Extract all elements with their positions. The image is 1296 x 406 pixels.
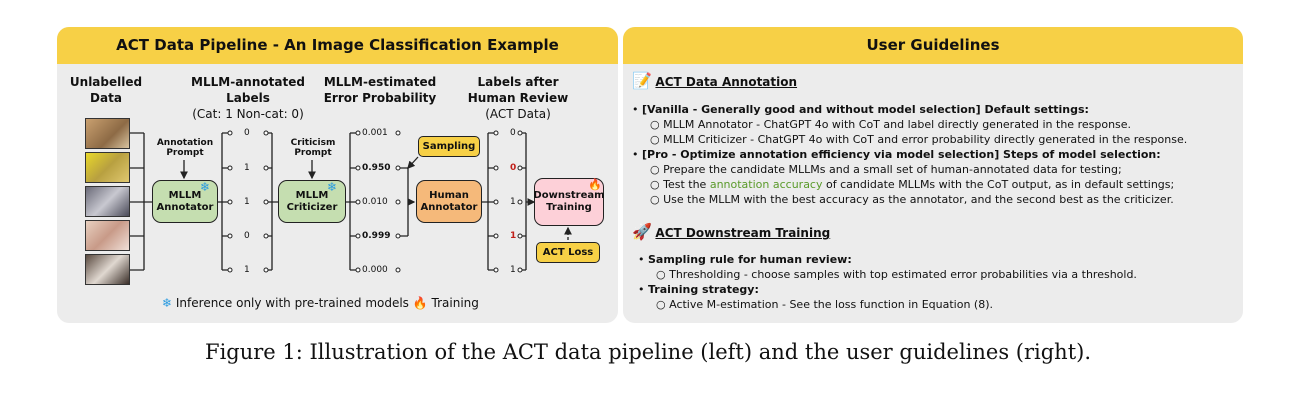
final-label-4: 1 xyxy=(510,231,516,241)
sub-bullet: ○ Thresholding - choose samples with top… xyxy=(638,267,1238,282)
act-loss-label: ACT Loss xyxy=(543,247,594,259)
human-annotator-line2: Annotator xyxy=(421,202,478,214)
pro-sub3: Use the MLLM with the best accuracy as t… xyxy=(663,193,1174,206)
human-annotator-box: Human Annotator xyxy=(416,180,482,223)
sub-bullet: ○ Active M-estimation - See the loss fun… xyxy=(638,297,1238,312)
annotation-bullets: • [Vanilla - Generally good and without … xyxy=(632,102,1237,207)
annotation-prompt-line2: Prompt xyxy=(166,148,203,158)
training-strategy-text: Training strategy: xyxy=(648,283,759,296)
mllm-annotator-line1: MLLM xyxy=(169,190,202,202)
sub-bullet: ○ MLLM Annotator - ChatGPT 4o with CoT a… xyxy=(632,117,1237,132)
section-training-header: 🚀 ACT Downstream Training xyxy=(632,224,830,241)
error-prob-4: 0.999 xyxy=(362,231,390,241)
mllm-label-4: 0 xyxy=(244,231,250,241)
mllm-label-5: 1 xyxy=(244,265,250,275)
sampling-label: Sampling xyxy=(423,141,476,153)
sub-bullet: ○ MLLM Criticizer - ChatGPT 4o with CoT … xyxy=(632,132,1237,147)
pro-sub2-pre: Test the xyxy=(663,178,710,191)
act-loss-box: ACT Loss xyxy=(536,242,600,263)
section-annotation-header: 📝 ACT Data Annotation xyxy=(632,73,797,90)
mllm-label-1: 0 xyxy=(244,128,250,138)
pro-text: [Pro - Optimize annotation efficiency vi… xyxy=(642,148,1161,161)
training-bullets: • Sampling rule for human review: ○ Thre… xyxy=(638,252,1238,312)
downstream-training-line2: Training xyxy=(546,202,592,214)
pro-sub2-post: of candidate MLLMs with the CoT output, … xyxy=(823,178,1175,191)
annotation-prompt-label: Annotation Prompt xyxy=(150,138,220,158)
sampling-rule-sub: Thresholding - choose samples with top e… xyxy=(669,268,1137,281)
final-label-5: 1 xyxy=(510,265,516,275)
criticism-prompt-label: Criticism Prompt xyxy=(280,138,346,158)
guidelines-title: User Guidelines xyxy=(623,27,1243,64)
error-prob-5: 0.000 xyxy=(362,265,388,275)
snowflake-icon: ❄ xyxy=(200,180,210,194)
bullet-training-strategy: • Training strategy: xyxy=(638,282,1238,297)
section-annotation-title: ACT Data Annotation xyxy=(655,75,797,89)
figure-caption: Figure 1: Illustration of the ACT data p… xyxy=(0,340,1296,364)
training-strategy-sub: Active M-estimation - See the loss funct… xyxy=(669,298,993,311)
rocket-icon: 🚀 xyxy=(632,222,652,241)
section-training-title: ACT Downstream Training xyxy=(655,226,830,240)
error-prob-2: 0.950 xyxy=(362,163,390,173)
vanilla-sub1: MLLM Annotator - ChatGPT 4o with CoT and… xyxy=(663,118,1131,131)
notepad-icon: 📝 xyxy=(632,71,652,90)
sub-bullet: ○ Use the MLLM with the best accuracy as… xyxy=(632,192,1237,207)
fire-icon: 🔥 xyxy=(588,178,602,191)
fire-icon: 🔥 xyxy=(413,296,428,310)
downstream-training-line1: Downstream xyxy=(533,190,604,202)
sampling-box: Sampling xyxy=(418,136,480,157)
criticism-prompt-line2: Prompt xyxy=(294,148,331,158)
criticism-prompt-line1: Criticism xyxy=(291,138,336,148)
bullet-vanilla: • [Vanilla - Generally good and without … xyxy=(632,102,1237,117)
error-prob-1: 0.001 xyxy=(362,128,388,138)
vanilla-sub2: MLLM Criticizer - ChatGPT 4o with CoT an… xyxy=(663,133,1187,146)
bullet-pro: • [Pro - Optimize annotation efficiency … xyxy=(632,147,1237,162)
bullet-sampling-rule: • Sampling rule for human review: xyxy=(638,252,1238,267)
legend-training: Training xyxy=(432,296,479,310)
final-label-3: 1 xyxy=(510,197,516,207)
vanilla-text: [Vanilla - Generally good and without mo… xyxy=(642,103,1089,116)
mllm-criticizer-line1: MLLM xyxy=(296,190,329,202)
legend-inference: Inference only with pre-trained models xyxy=(176,296,409,310)
final-label-2: 0 xyxy=(510,163,516,173)
sub-bullet: ○ Prepare the candidate MLLMs and a smal… xyxy=(632,162,1237,177)
sampling-rule-text: Sampling rule for human review: xyxy=(648,253,852,266)
pro-sub1: Prepare the candidate MLLMs and a small … xyxy=(663,163,1122,176)
snowflake-icon: ❄ xyxy=(327,180,337,194)
sub-bullet: ○ Test the annotation accuracy of candid… xyxy=(632,177,1237,192)
mllm-annotator-line2: Annotator xyxy=(157,202,214,214)
mllm-label-3: 1 xyxy=(244,197,250,207)
snowflake-icon: ❄ xyxy=(162,296,172,310)
final-label-1: 0 xyxy=(510,128,516,138)
pipeline-legend: ❄ Inference only with pre-trained models… xyxy=(162,296,479,310)
annotation-accuracy-highlight: annotation accuracy xyxy=(710,178,823,191)
annotation-prompt-line1: Annotation xyxy=(157,138,213,148)
error-prob-3: 0.010 xyxy=(362,197,388,207)
mllm-criticizer-line2: Criticizer xyxy=(287,202,338,214)
mllm-label-2: 1 xyxy=(244,163,250,173)
human-annotator-line1: Human xyxy=(429,190,469,202)
